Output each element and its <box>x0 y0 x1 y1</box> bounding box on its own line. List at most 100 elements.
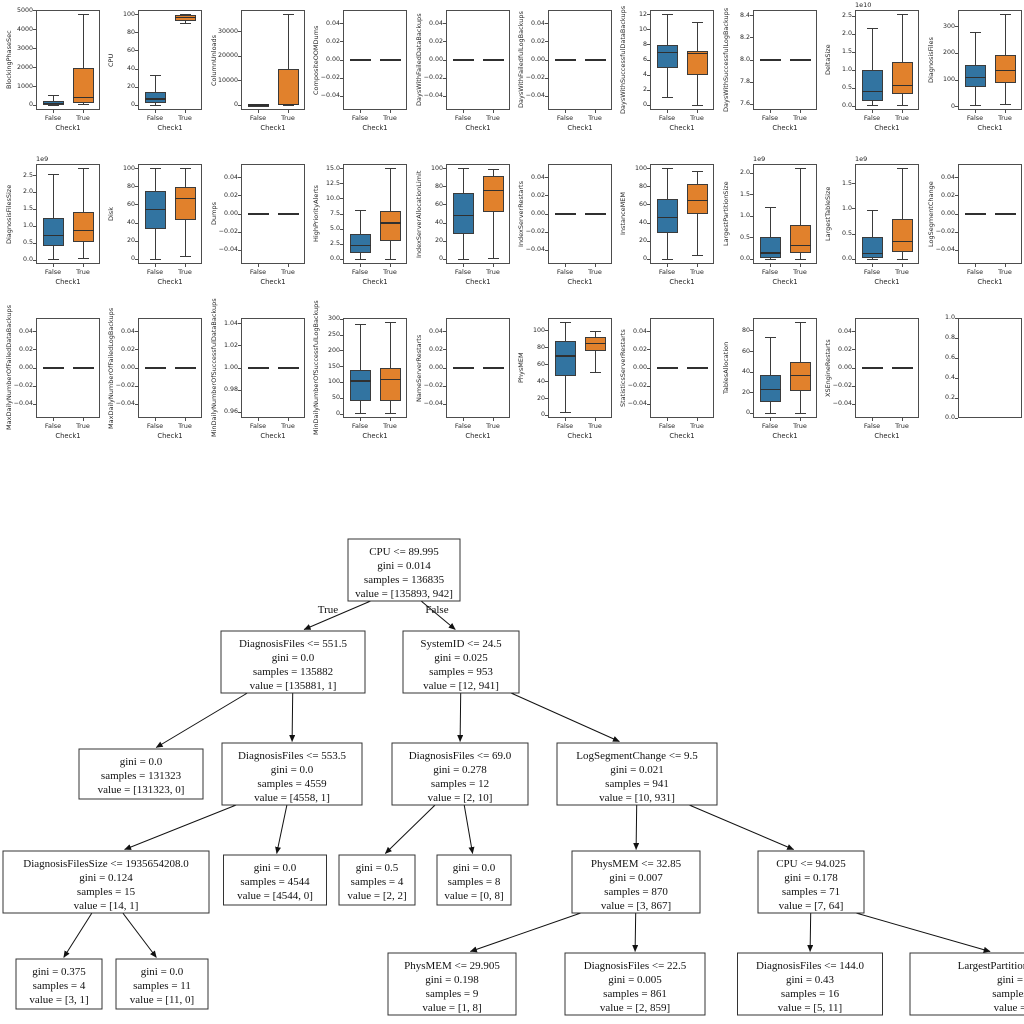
median-line <box>72 229 94 232</box>
whisker-line <box>769 207 771 260</box>
tree-node-text: value = [7, 64] <box>779 900 844 912</box>
flat-value-line <box>789 59 811 61</box>
flat-value-line <box>994 213 1016 215</box>
x-tick-label: True <box>690 268 704 276</box>
y-tick-mark <box>238 367 241 369</box>
whisker-cap <box>794 322 806 324</box>
tree-node-box <box>909 952 1024 1016</box>
x-tick-label: True <box>281 422 295 430</box>
y-tick-mark <box>340 23 343 25</box>
x-axis-title: Check1 <box>567 124 593 132</box>
x-tick-mark <box>871 110 873 113</box>
y-tick-label: 7.8 <box>739 78 750 86</box>
y-tick-label: 10000 <box>217 76 238 84</box>
whisker-cap <box>661 14 673 16</box>
y-tick-mark <box>852 105 855 107</box>
tree-node-box <box>757 850 865 914</box>
y-tick-label: 60 <box>741 347 750 355</box>
tree-node-text: samples = 4 <box>33 980 86 992</box>
y-tick-label: 0.04 <box>530 19 545 27</box>
whisker-cap <box>794 412 806 414</box>
x-tick-mark <box>184 264 186 267</box>
y-tick-label: 0.02 <box>837 345 852 353</box>
y-tick-label: −0.04 <box>218 246 238 254</box>
y-tick-label: −0.04 <box>115 400 135 408</box>
median-line <box>759 252 781 254</box>
median-line <box>174 197 196 200</box>
y-tick-mark <box>238 31 241 33</box>
y-tick-mark <box>238 231 241 233</box>
y-tick-mark <box>852 15 855 17</box>
tree-edge <box>124 804 237 850</box>
whisker-cap <box>794 168 806 170</box>
flat-value-line <box>349 59 371 61</box>
x-tick-mark <box>359 110 361 113</box>
y-tick-label: 100 <box>327 378 340 386</box>
box-iqr <box>379 210 401 242</box>
x-tick-mark <box>769 418 771 421</box>
x-tick-label: False <box>966 268 984 276</box>
box-iqr <box>686 50 708 76</box>
y-tick-label: −0.04 <box>935 246 955 254</box>
y-tick-mark <box>135 331 138 333</box>
y-tick-mark <box>955 377 958 379</box>
y-tick-mark <box>340 59 343 61</box>
x-tick-mark <box>666 110 668 113</box>
x-tick-label: True <box>793 268 807 276</box>
x-axis-title: Check1 <box>55 278 81 286</box>
box-iqr <box>861 70 883 101</box>
y-tick-label: 0.04 <box>428 19 443 27</box>
x-tick-label: True <box>793 114 807 122</box>
tree-node-text: value = [3, 1] <box>29 994 88 1006</box>
x-axis-title: Check1 <box>567 278 593 286</box>
tree-edge <box>155 692 248 748</box>
y-tick-mark <box>443 331 446 333</box>
y-tick-label: 20 <box>638 237 647 245</box>
y-tick-label: 0 <box>642 255 647 263</box>
tree-node-text: value = [135881, 1] <box>250 680 337 692</box>
y-tick-label: −0.02 <box>115 382 135 390</box>
x-tick-label: False <box>351 268 369 276</box>
whisker-cap <box>589 371 601 373</box>
x-tick-mark <box>696 264 698 267</box>
y-tick-mark <box>443 258 446 260</box>
x-tick-mark <box>359 418 361 421</box>
x-tick-mark <box>901 418 903 421</box>
y-tick-label: 80 <box>536 343 545 351</box>
y-tick-mark <box>443 59 446 61</box>
x-axis-title: Check1 <box>977 124 1003 132</box>
y-tick-label: −0.04 <box>627 400 647 408</box>
y-tick-label: 10.0 <box>325 194 340 202</box>
y-tick-mark <box>443 41 446 43</box>
x-tick-label: True <box>178 114 192 122</box>
y-tick-label: 1.5 <box>841 48 852 56</box>
box-iqr <box>482 175 504 213</box>
tree-node-text: gini = 0.0 <box>453 862 496 874</box>
y-tick-label: 3000 <box>16 44 33 52</box>
x-axis-title: Check1 <box>362 432 388 440</box>
y-tick-mark <box>135 385 138 387</box>
y-tick-label: 12.5 <box>325 179 340 187</box>
y-tick-mark <box>340 413 343 415</box>
whisker-line <box>871 28 873 106</box>
tree-node-box <box>737 952 883 1016</box>
plot-frame <box>958 318 1022 418</box>
y-tick-mark <box>340 168 343 170</box>
x-tick-mark <box>564 418 566 421</box>
x-tick-label: True <box>690 422 704 430</box>
tree-node-box <box>402 630 520 694</box>
whisker-cap <box>179 168 191 170</box>
tree-node-text: samples = 135882 <box>253 666 333 678</box>
median-line <box>247 104 269 106</box>
y-tick-label: −0.02 <box>525 228 545 236</box>
x-axis-title: Check1 <box>260 278 286 286</box>
x-axis-title: Check1 <box>157 278 183 286</box>
x-tick-label: False <box>146 268 164 276</box>
x-tick-label: True <box>895 422 909 430</box>
whisker-cap <box>866 27 878 29</box>
y-tick-mark <box>135 68 138 70</box>
y-tick-mark <box>647 258 650 260</box>
flat-value-line <box>144 367 166 369</box>
whisker-cap <box>384 412 396 414</box>
x-tick-mark <box>769 110 771 113</box>
